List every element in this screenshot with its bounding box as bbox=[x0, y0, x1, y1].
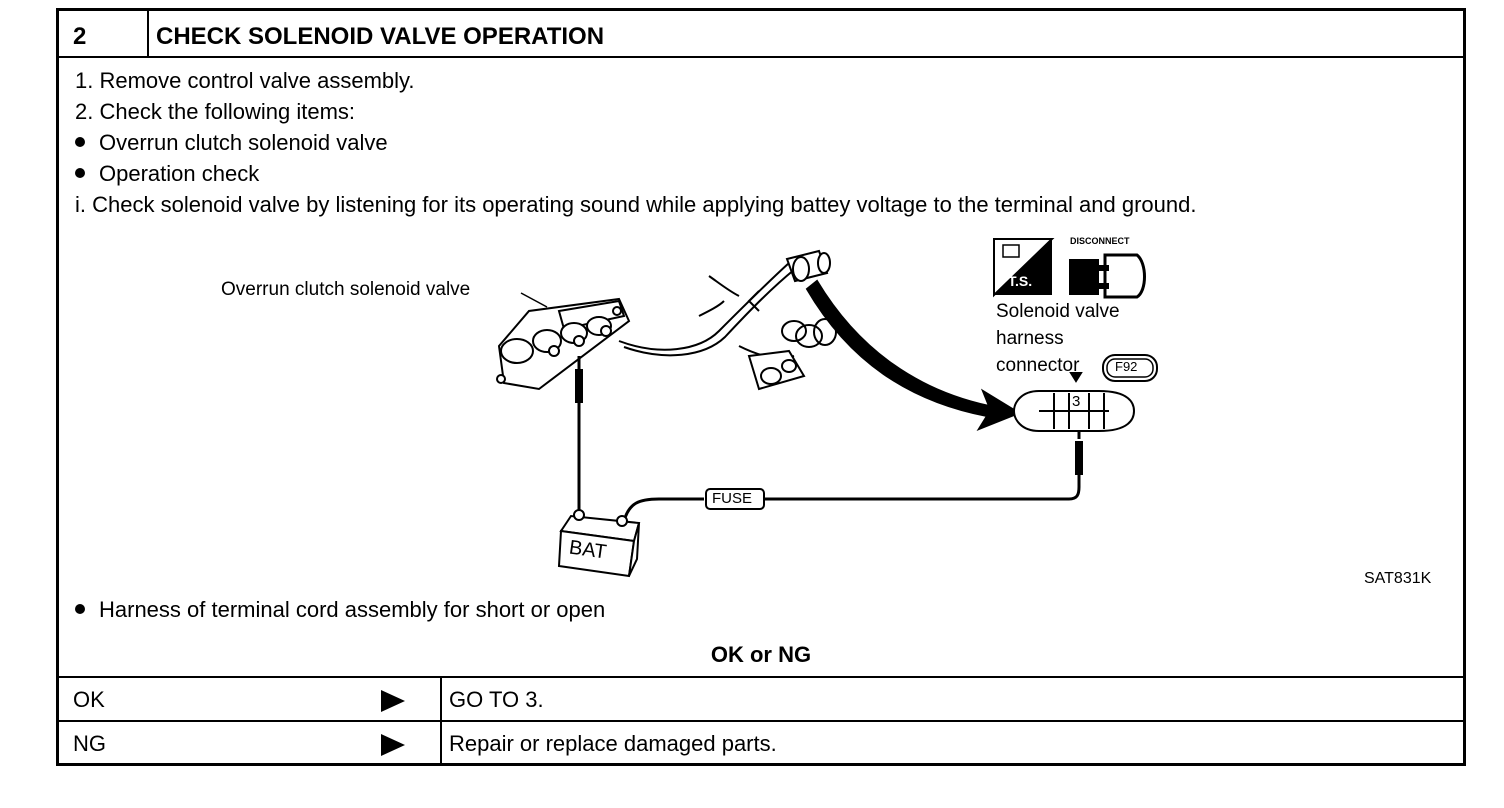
probe-connector-icon bbox=[1075, 441, 1083, 475]
valve-harness-icon bbox=[618, 262, 796, 359]
instruction-bullet-1-text: Overrun clutch solenoid valve bbox=[99, 130, 388, 155]
test-wiring bbox=[577, 356, 1081, 522]
fuse-icon bbox=[705, 488, 765, 510]
step-title: CHECK SOLENOID VALVE OPERATION bbox=[156, 23, 605, 50]
connector-label-3: connector bbox=[996, 355, 1080, 376]
connector-label-1: Solenoid valve bbox=[996, 301, 1120, 322]
connector-code-badge bbox=[1102, 354, 1158, 382]
bullet-icon bbox=[75, 137, 85, 148]
valve-label-leader bbox=[520, 292, 548, 308]
figure-code: SAT831K bbox=[1364, 570, 1432, 587]
result-rule-mid bbox=[59, 720, 1463, 722]
connector-code: F92 bbox=[1115, 359, 1138, 374]
wiring-diagram bbox=[496, 238, 1158, 578]
step-table: 2 CHECK SOLENOID VALVE OPERATION 1. Remo… bbox=[56, 8, 1466, 766]
fuse-label: FUSE bbox=[712, 490, 753, 507]
curved-arrow-icon bbox=[805, 279, 1022, 432]
connector-label-2: harness bbox=[996, 328, 1064, 349]
result-ng-status: NG bbox=[73, 731, 106, 756]
instruction-bullet-3: Harness of terminal cord assembly for sh… bbox=[75, 597, 605, 623]
header-rule bbox=[59, 56, 1463, 58]
instruction-line-3: i. Check solenoid valve by listening for… bbox=[75, 192, 1197, 217]
result-divider bbox=[440, 676, 442, 766]
header-divider bbox=[147, 11, 149, 57]
solenoid-valve-assembly-icon bbox=[496, 297, 631, 391]
ts-label: T.S. bbox=[1008, 273, 1033, 289]
instruction-bullet-2: Operation check bbox=[75, 161, 259, 187]
bullet-icon bbox=[75, 604, 85, 615]
result-rule-top bbox=[59, 676, 1463, 678]
result-ok-status: OK bbox=[73, 687, 105, 712]
instruction-bullet-2-text: Operation check bbox=[99, 161, 260, 186]
disconnect-icon bbox=[1069, 253, 1146, 299]
instruction-bullet-1: Overrun clutch solenoid valve bbox=[75, 130, 388, 156]
ts-icon bbox=[993, 238, 1055, 298]
bullet-icon bbox=[75, 168, 85, 179]
step-number: 2 bbox=[73, 23, 87, 50]
instruction-line-2: 2. Check the following items: bbox=[75, 99, 356, 124]
result-ng-action: Repair or replace damaged parts. bbox=[449, 731, 777, 756]
result-ok-action: GO TO 3. bbox=[449, 687, 544, 712]
solenoid-harness-connector-icon bbox=[1012, 372, 1136, 432]
probe-valve-icon bbox=[575, 369, 583, 403]
valve-label: Overrun clutch solenoid valve bbox=[221, 279, 471, 300]
instruction-line-1: 1. Remove control valve assembly. bbox=[75, 68, 415, 93]
arrow-right-icon bbox=[381, 690, 405, 712]
instruction-bullet-3-text: Harness of terminal cord assembly for sh… bbox=[99, 597, 606, 622]
arrow-right-icon bbox=[381, 734, 405, 756]
result-heading: OK or NG bbox=[710, 642, 812, 667]
disconnect-label: DISCONNECT bbox=[1070, 236, 1130, 246]
battery-icon bbox=[557, 509, 641, 578]
terminal-number: 3 bbox=[1072, 393, 1081, 410]
harness-connector-plug-icon bbox=[747, 249, 837, 391]
